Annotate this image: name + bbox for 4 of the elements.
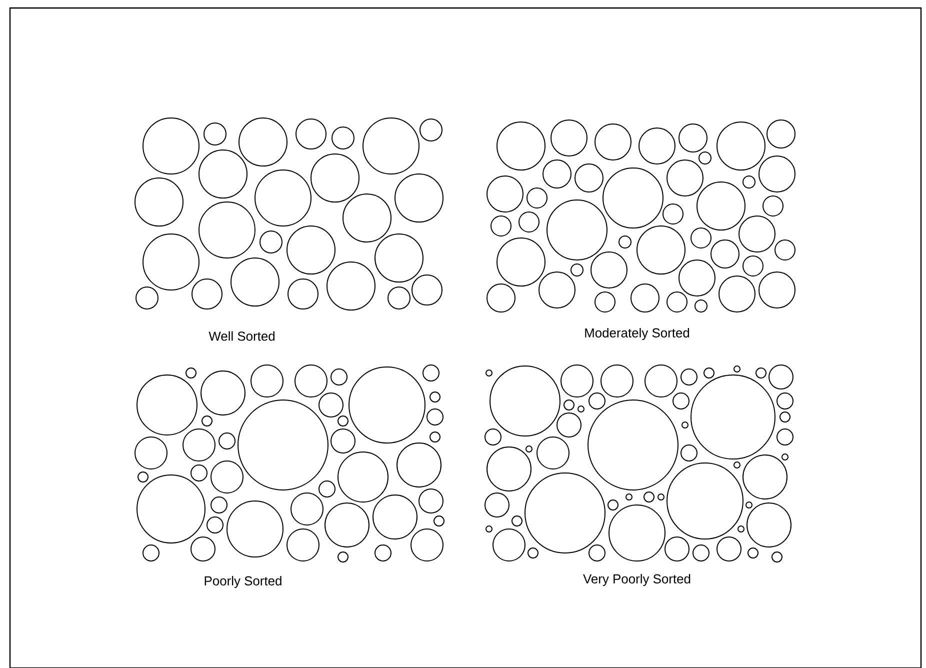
panel-label: Moderately Sorted [585,328,690,340]
panel-label: Very Poorly Sorted [583,574,690,586]
panel-label: Poorly Sorted [204,576,282,588]
panel-label: Well Sorted [208,331,275,341]
